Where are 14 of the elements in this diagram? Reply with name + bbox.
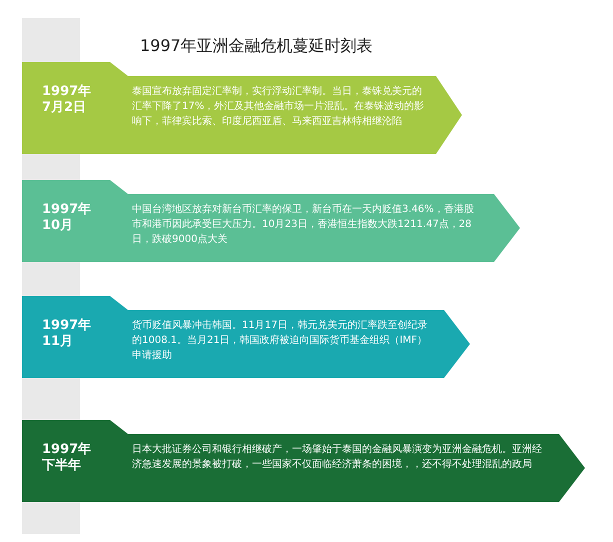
date-label: 1997年下半年 xyxy=(42,442,92,474)
timeline-bar xyxy=(22,502,80,534)
timeline-bar xyxy=(22,378,80,420)
event-description: 泰国宣布放弃固定汇率制，实行浮动汇率制。当日，泰铢兑美元的汇率下降了17%，外汇及其他金融市场一片混乱。在泰铢波动的影响下，菲律宾比索、印度尼西亚盾、马来西亚吉林特相继沦陷 xyxy=(132,84,426,129)
event-description: 中国台湾地区放弃对新台币汇率的保卫，新台币在一天内贬值3.46%，香港股市和港币因此承受巨大压力。10月23日，香港恒生指数大跌1211.47点，28日，跌破9000点大关 xyxy=(132,202,475,247)
timeline-bar xyxy=(22,18,80,62)
event-description: 日本大批证券公司和银行相继破产，一场肇始于泰国的金融风暴演变为亚洲金融危机。亚洲经济急速发展的景象被打破，一些国家不仅面临经济萧条的困境，，还不得不处理混乱的政局 xyxy=(132,442,542,472)
date-label: 1997年10月 xyxy=(42,202,92,234)
date-label: 1997年7月2日 xyxy=(42,84,92,116)
title: 1997年亚洲金融危机蔓延时刻表 xyxy=(140,36,373,57)
timeline-bar xyxy=(22,262,80,296)
event-description: 货币贬值风暴冲击韩国。11月17日，韩元兑美元的汇率跌至创纪录的1008.1。当月21日，韩国政府被迫向国际货币基金组织（IMF）申请援助 xyxy=(132,318,428,363)
date-label: 1997年11月 xyxy=(42,318,92,350)
timeline-bar xyxy=(22,154,80,180)
